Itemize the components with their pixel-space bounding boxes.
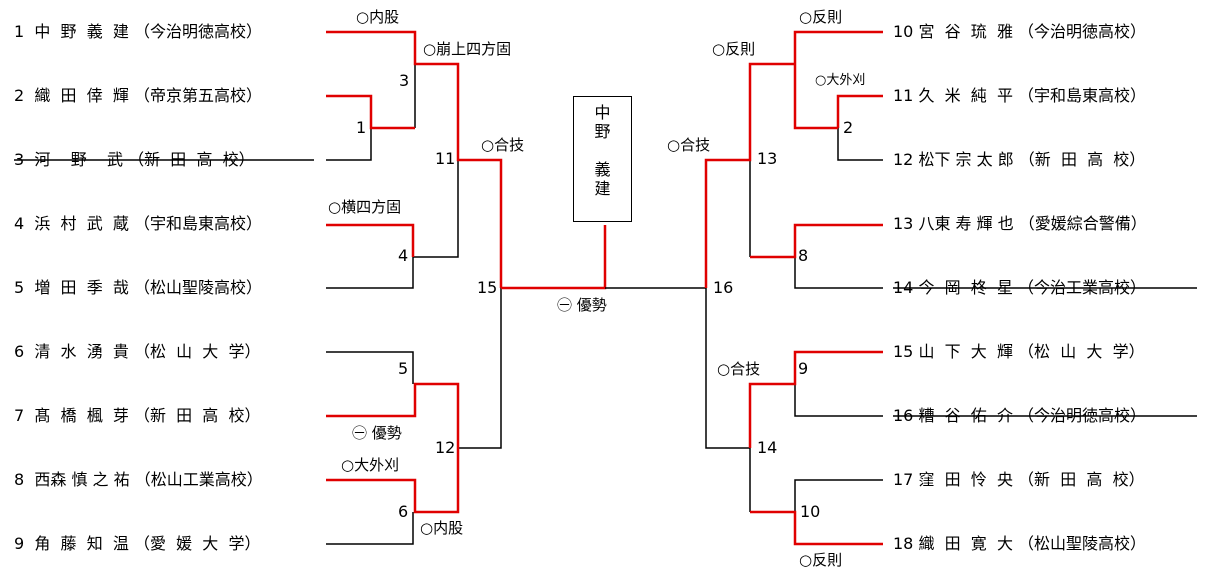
technique-m15: ○合技 xyxy=(481,136,525,154)
technique-m14: ○合技 xyxy=(717,360,761,378)
match-number-5: 5 xyxy=(398,359,409,378)
winner-char-4: 建 xyxy=(594,179,611,198)
match-number-12: 12 xyxy=(435,438,456,457)
right-bracket-black xyxy=(605,64,883,512)
technique-m16: ○合技 xyxy=(667,136,711,154)
match-number-15: 15 xyxy=(477,278,498,297)
match-number-8: 8 xyxy=(798,246,809,265)
match-number-11: 11 xyxy=(435,149,456,168)
player-17: 17 窪 田 怜 央 （新 田 高 校） xyxy=(893,470,1145,489)
technique-m3: ○内股 xyxy=(356,8,400,26)
technique-m2: ○大外刈 xyxy=(815,73,866,88)
winner-char-1: 中 xyxy=(594,103,611,122)
technique-m13: ○反則 xyxy=(712,40,756,58)
technique-m4: ○横四方固 xyxy=(328,198,402,216)
match-number-14: 14 xyxy=(757,438,778,457)
player-4: 4 浜 村 武 蔵 （宇和島東高校） xyxy=(14,214,262,233)
winner-char-3: 義 xyxy=(594,160,611,179)
right-bracket-red xyxy=(704,30,883,546)
player-8: 8 西森 慎 之 祐 （松山工業高校） xyxy=(14,470,263,489)
player-12: 12 松下 宗 太 郎 （新 田 高 校） xyxy=(893,150,1146,169)
player-2: 2 織 田 倖 輝 （帝京第五高校） xyxy=(14,86,262,105)
player-5: 5 増 田 季 哉 （松山聖陵高校） xyxy=(14,278,262,297)
technique-m5: ㊀ 優勢 xyxy=(352,424,402,442)
player-10: 10 宮 谷 琉 雅 （今治明徳高校） xyxy=(893,22,1147,41)
player-16: 16 糟 谷 佑 介 （今治明徳高校） xyxy=(893,406,1147,425)
technique-m6-bottom: ○内股 xyxy=(420,519,464,537)
left-bracket-black xyxy=(326,64,502,545)
winner-char-gap xyxy=(574,141,631,160)
player-6: 6 清 水 湧 貴 （松 山 大 学） xyxy=(14,342,261,361)
winner-char-2: 野 xyxy=(594,122,611,141)
player-7: 7 髙 橋 楓 芽 （新 田 高 校） xyxy=(14,406,261,425)
technique-p10: ○反則 xyxy=(799,8,843,26)
player-3: 3 河 野 武 （新 田 高 校） xyxy=(14,150,255,169)
winner-box: 中 野 義 建 xyxy=(573,96,632,222)
match-number-13: 13 xyxy=(757,149,778,168)
match-number-1: 1 xyxy=(356,118,367,137)
technique-p18: ○反則 xyxy=(799,551,843,569)
technique-final: ㊀ 優勢 xyxy=(557,296,607,314)
player-18: 18 織 田 寛 大 （松山聖陵高校） xyxy=(893,534,1147,553)
match-number-16: 16 xyxy=(713,278,734,297)
player-11: 11 久 米 純 平 （宇和島東高校） xyxy=(893,86,1147,105)
technique-m6-top: ○大外刈 xyxy=(341,456,400,474)
player-1: 1 中 野 義 建 （今治明徳高校） xyxy=(14,22,262,41)
match-number-6: 6 xyxy=(398,502,409,521)
match-number-4: 4 xyxy=(398,246,409,265)
match-number-10: 10 xyxy=(800,502,821,521)
player-13: 13 八東 寿 輝 也 （愛媛綜合警備） xyxy=(893,214,1147,233)
match-number-3: 3 xyxy=(399,71,410,90)
player-14: 14 今 岡 柊 星 （今治工業高校） xyxy=(893,278,1147,297)
technique-m11: ○崩上四方固 xyxy=(423,40,512,58)
player-15: 15 山 下 大 輝 （松 山 大 学） xyxy=(893,342,1145,361)
match-number-9: 9 xyxy=(798,359,809,378)
match-number-2: 2 xyxy=(843,118,854,137)
withdrawn-strikes xyxy=(14,159,1197,417)
player-9: 9 角 藤 知 温 （愛 媛 大 学） xyxy=(14,534,261,553)
left-bracket-red xyxy=(326,30,607,514)
